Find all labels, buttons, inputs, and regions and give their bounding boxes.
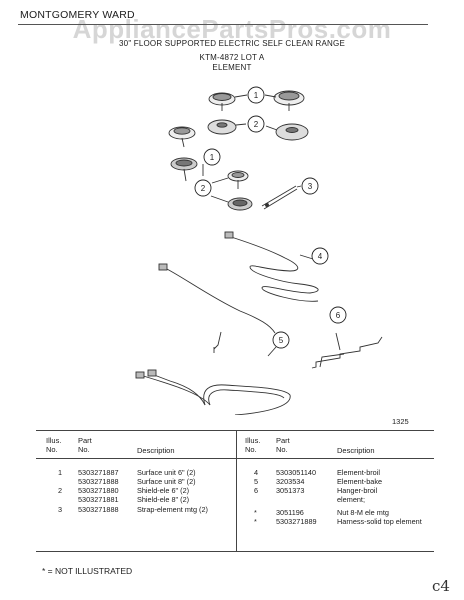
part-description: element; — [337, 495, 365, 504]
header-illus-no: Illus. No. — [245, 436, 261, 454]
part-no: 5303271881 — [78, 495, 119, 504]
section-title: ELEMENT — [212, 63, 252, 72]
part-description: Element-broil — [337, 468, 380, 477]
illus-no: 5 — [254, 477, 259, 486]
callout-2-top: 2 — [247, 115, 265, 133]
illus-no: * — [254, 508, 257, 517]
surface-unit-front-left — [168, 126, 196, 148]
header-description: Description — [337, 446, 375, 455]
header-description: Description — [137, 446, 175, 455]
callout-2-front: 2 — [194, 179, 212, 197]
illus-no: 2 — [58, 486, 63, 495]
header-illus-no: Illus. No. — [46, 436, 62, 454]
table-top-rule — [36, 430, 434, 431]
part-description: Shield-ele 8" (2) — [137, 495, 190, 504]
broil-element-hanger — [311, 332, 383, 369]
header-rule — [18, 24, 428, 25]
callout-3: 3 — [301, 177, 319, 195]
illus-no: 6 — [254, 486, 259, 495]
svg-text:4: 4 — [318, 252, 323, 261]
part-description: Harness-solid top element — [337, 517, 422, 526]
part-no: 3203534 — [276, 477, 305, 486]
part-no: 5303051140 — [276, 468, 317, 477]
model-title: 30" FLOOR SUPPORTED ELECTRIC SELF CLEAN … — [119, 39, 345, 48]
callout-1-front: 1 — [203, 148, 221, 166]
model-number: KTM-4872 LOT A — [199, 53, 265, 62]
svg-text:1: 1 — [254, 91, 259, 100]
svg-text:3: 3 — [308, 182, 313, 191]
shield-left — [207, 119, 237, 135]
broil-element — [158, 231, 319, 334]
illus-no: 3 — [58, 505, 63, 514]
part-no: 3051196 — [276, 508, 304, 517]
illus-no: 4 — [254, 468, 259, 477]
part-description: Nut 8-M ele mtg — [337, 508, 389, 517]
watermark: AppliancePartsPros.com — [72, 14, 392, 44]
svg-text:5: 5 — [279, 336, 284, 345]
footnote: * = NOT ILLUSTRATED — [42, 566, 133, 576]
part-description: Shield-ele 6" (2) — [137, 486, 190, 495]
illus-no: * — [254, 517, 257, 526]
table-header-rule — [36, 458, 434, 459]
part-no: 5303271887 — [78, 468, 119, 477]
part-description: Surface unit 6" (2) — [137, 468, 196, 477]
table-column-divider — [236, 430, 237, 551]
svg-text:2: 2 — [254, 120, 259, 129]
part-no: 5303271888 — [78, 477, 119, 486]
header-part-no: Part No. — [78, 436, 92, 454]
part-no: 5303271880 — [78, 486, 119, 495]
callout-6: 6 — [329, 306, 347, 324]
header-part-no: Part No. — [276, 436, 290, 454]
shield-right — [275, 123, 309, 141]
callout-4: 4 — [311, 247, 329, 265]
part-description: Surface unit 8" (2) — [137, 477, 196, 486]
svg-text:2: 2 — [201, 184, 206, 193]
surface-unit-rear-left — [208, 92, 236, 111]
surface-unit-front-right — [227, 170, 249, 189]
handwritten-mark: c4 — [432, 577, 450, 595]
svg-text:1: 1 — [210, 153, 215, 162]
part-no: 5303271889 — [276, 517, 317, 526]
table-bottom-rule — [36, 551, 434, 552]
shield-front-right — [227, 197, 253, 211]
part-description: Strap-element mtg (2) — [137, 505, 208, 514]
part-description: Hanger-broil — [337, 486, 378, 495]
brand-name: MONTGOMERY WARD — [20, 9, 135, 21]
part-description: Element-bake — [337, 477, 383, 486]
part-no: 3051373 — [276, 486, 305, 495]
callout-1-top: 1 — [247, 86, 265, 104]
callout-5: 5 — [272, 331, 290, 349]
element-mounting-strap — [261, 185, 298, 210]
shield-front-left — [170, 157, 198, 182]
bake-element — [135, 331, 291, 415]
illus-no: 1 — [58, 468, 63, 477]
part-no: 5303271888 — [78, 505, 119, 514]
exploded-parts-diagram: 1 2 1 2 3 4 5 6 — [135, 86, 383, 415]
svg-text:6: 6 — [336, 311, 341, 320]
surface-unit-rear-right — [273, 90, 305, 111]
page-number: 1325 — [392, 417, 409, 426]
